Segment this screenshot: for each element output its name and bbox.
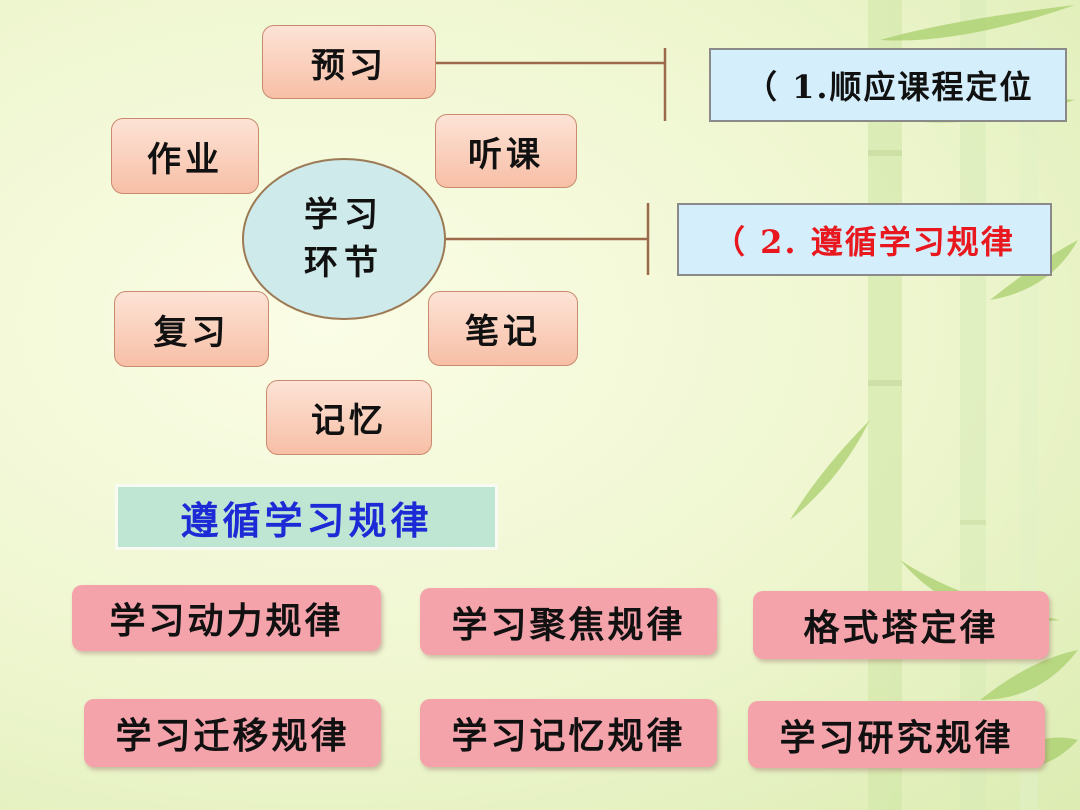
node-homework: 作业 <box>111 118 259 194</box>
center-label-line-1: 学习 <box>304 195 384 235</box>
law-focus: 学习聚焦规律 <box>420 588 717 655</box>
center-label-line-2: 环节 <box>304 243 384 283</box>
law-transfer: 学习迁移规律 <box>84 699 381 767</box>
callout-course-positioning: （ 1.顺应课程定位 <box>709 48 1067 122</box>
node-review: 复习 <box>114 291 269 367</box>
law-motivation: 学习动力规律 <box>72 585 381 651</box>
center-node: 学习 环节 <box>242 158 446 320</box>
law-research: 学习研究规律 <box>748 701 1045 768</box>
node-memory: 记忆 <box>266 380 432 455</box>
laws-heading: 遵循学习规律 <box>115 484 498 550</box>
node-preview: 预习 <box>262 25 436 99</box>
callout-follow-learning-laws: （ 2. 遵循学习规律 <box>677 203 1052 276</box>
law-memory: 学习记忆规律 <box>420 699 717 767</box>
law-gestalt: 格式塔定律 <box>753 591 1049 659</box>
node-notes: 笔记 <box>428 291 578 366</box>
node-listen: 听课 <box>435 114 577 188</box>
